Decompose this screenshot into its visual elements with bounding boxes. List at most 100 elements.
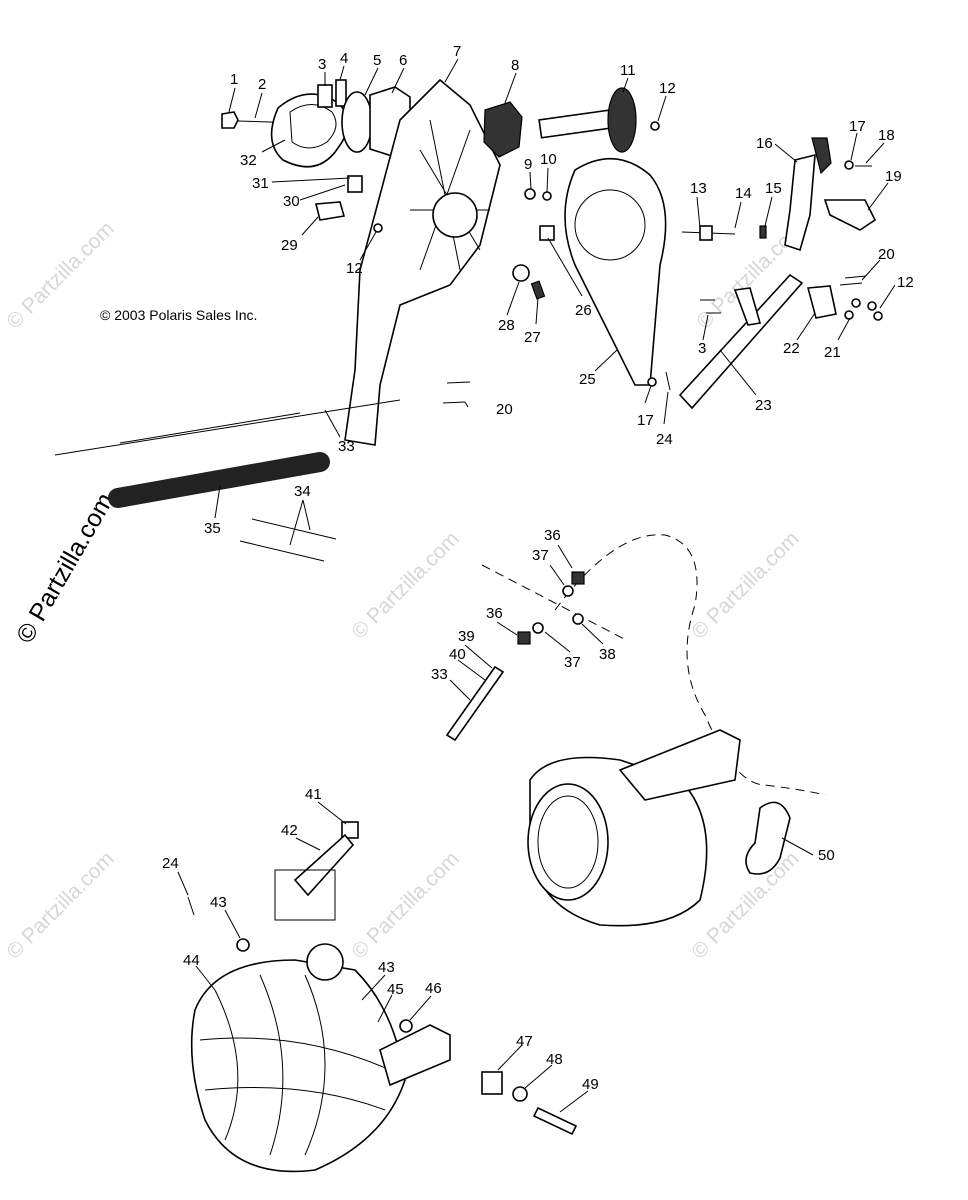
part-17-washer [844,160,854,170]
part-17-washer [647,377,657,387]
part-50-clip [745,801,791,875]
part-44-nozzle-ribs [199,974,391,1156]
leader-line [317,801,347,825]
part-32-cover-inner [289,104,337,149]
leader-line [449,679,471,701]
part-44-nozzle [190,959,406,1173]
leader-line [524,1064,553,1089]
lower-assembly [190,821,578,1173]
callout-1: 1 [230,71,238,88]
part-37-washer [562,585,574,597]
part-4-block [335,79,347,107]
leader-line [549,564,565,586]
part-46-washer [399,1019,413,1033]
leader-line [295,837,321,851]
leader-line [547,237,583,297]
callout-47: 47 [516,1033,533,1050]
callout-28: 28 [498,317,515,334]
callout-50: 50 [818,847,835,864]
part-47-bushing [481,1071,503,1095]
middle-assembly [445,534,826,927]
callout-35: 35 [204,520,221,537]
leader-line [535,297,539,325]
nozzle-housing-arm [618,729,741,801]
callout-20: 20 [496,401,513,418]
part-21-washer [851,298,861,308]
callout-17: 17 [637,412,654,429]
callout-10: 10 [540,151,557,168]
part-42-linkage [293,833,355,897]
callout-48: 48 [546,1051,563,1068]
leader-line [734,201,742,229]
leader-line [865,142,885,164]
leader-line [299,189,331,201]
leader-line [663,391,669,425]
part-15-spring [759,225,767,239]
leader-line [719,349,757,396]
watermark-side: © Partzilla.com [11,488,119,648]
part-42-plate [274,869,336,921]
part-44-nozzle-ear [306,943,344,981]
part-9-washer [524,188,536,200]
part-28-fitting [512,264,530,282]
callout-43: 43 [210,894,227,911]
leader-line [301,216,319,236]
part-16-lever [784,153,816,252]
part-29-clip [314,201,346,221]
part-1-knob [221,111,239,129]
callout-13: 13 [690,180,707,197]
part-49-bolt [532,1106,578,1136]
leader-line [497,1044,523,1071]
leader-line [702,314,709,341]
part-12-nut [867,301,877,311]
callout-23: 23 [755,397,772,414]
leader-line [529,171,532,190]
callout-36: 36 [486,605,503,622]
leader-line [546,167,549,193]
part-11-gear [607,87,637,153]
leader-line [557,544,573,569]
part-25-cover [564,157,667,386]
leader-line [391,67,405,94]
callout-37: 37 [532,547,549,564]
part-20-screw [839,282,863,286]
leader-line [622,77,629,93]
leader-line [879,284,896,309]
callout-24: 24 [656,431,673,448]
leader-line [764,196,773,227]
part-26-bushing [539,225,555,241]
upper-assembly [54,78,883,916]
callout-12: 12 [346,260,363,277]
part-24-pin [187,896,195,916]
leader-line [464,644,493,669]
callout-29: 29 [281,237,298,254]
callout-4: 4 [340,50,348,67]
leader-line [359,231,377,261]
callout-37: 37 [564,654,581,671]
leader-line [861,259,881,281]
callout-20: 20 [878,246,895,263]
leader-line [559,1090,589,1113]
part-36-nut [517,631,531,645]
callout-3: 3 [318,56,326,73]
leader-line [364,67,379,96]
callout-45: 45 [387,981,404,998]
part-20-screw [442,401,466,404]
leader-line [444,58,459,83]
callout-3: 3 [698,340,706,357]
callout-11: 11 [620,62,636,79]
leader-line [457,659,486,681]
watermark: © Partzilla.com [347,847,463,963]
callout-46: 46 [425,980,442,997]
nozzle-housing-opening-inner [537,795,599,889]
leader-line [361,974,386,1001]
callout-40: 40 [449,646,466,663]
part-37-washer [532,622,544,634]
leader-line [195,965,216,991]
part-19-bracket [823,199,877,231]
leader-line [177,871,189,896]
callout-44: 44 [183,952,200,969]
leader-line [657,95,667,122]
leader-line [496,621,518,636]
leader-line [377,994,393,1023]
